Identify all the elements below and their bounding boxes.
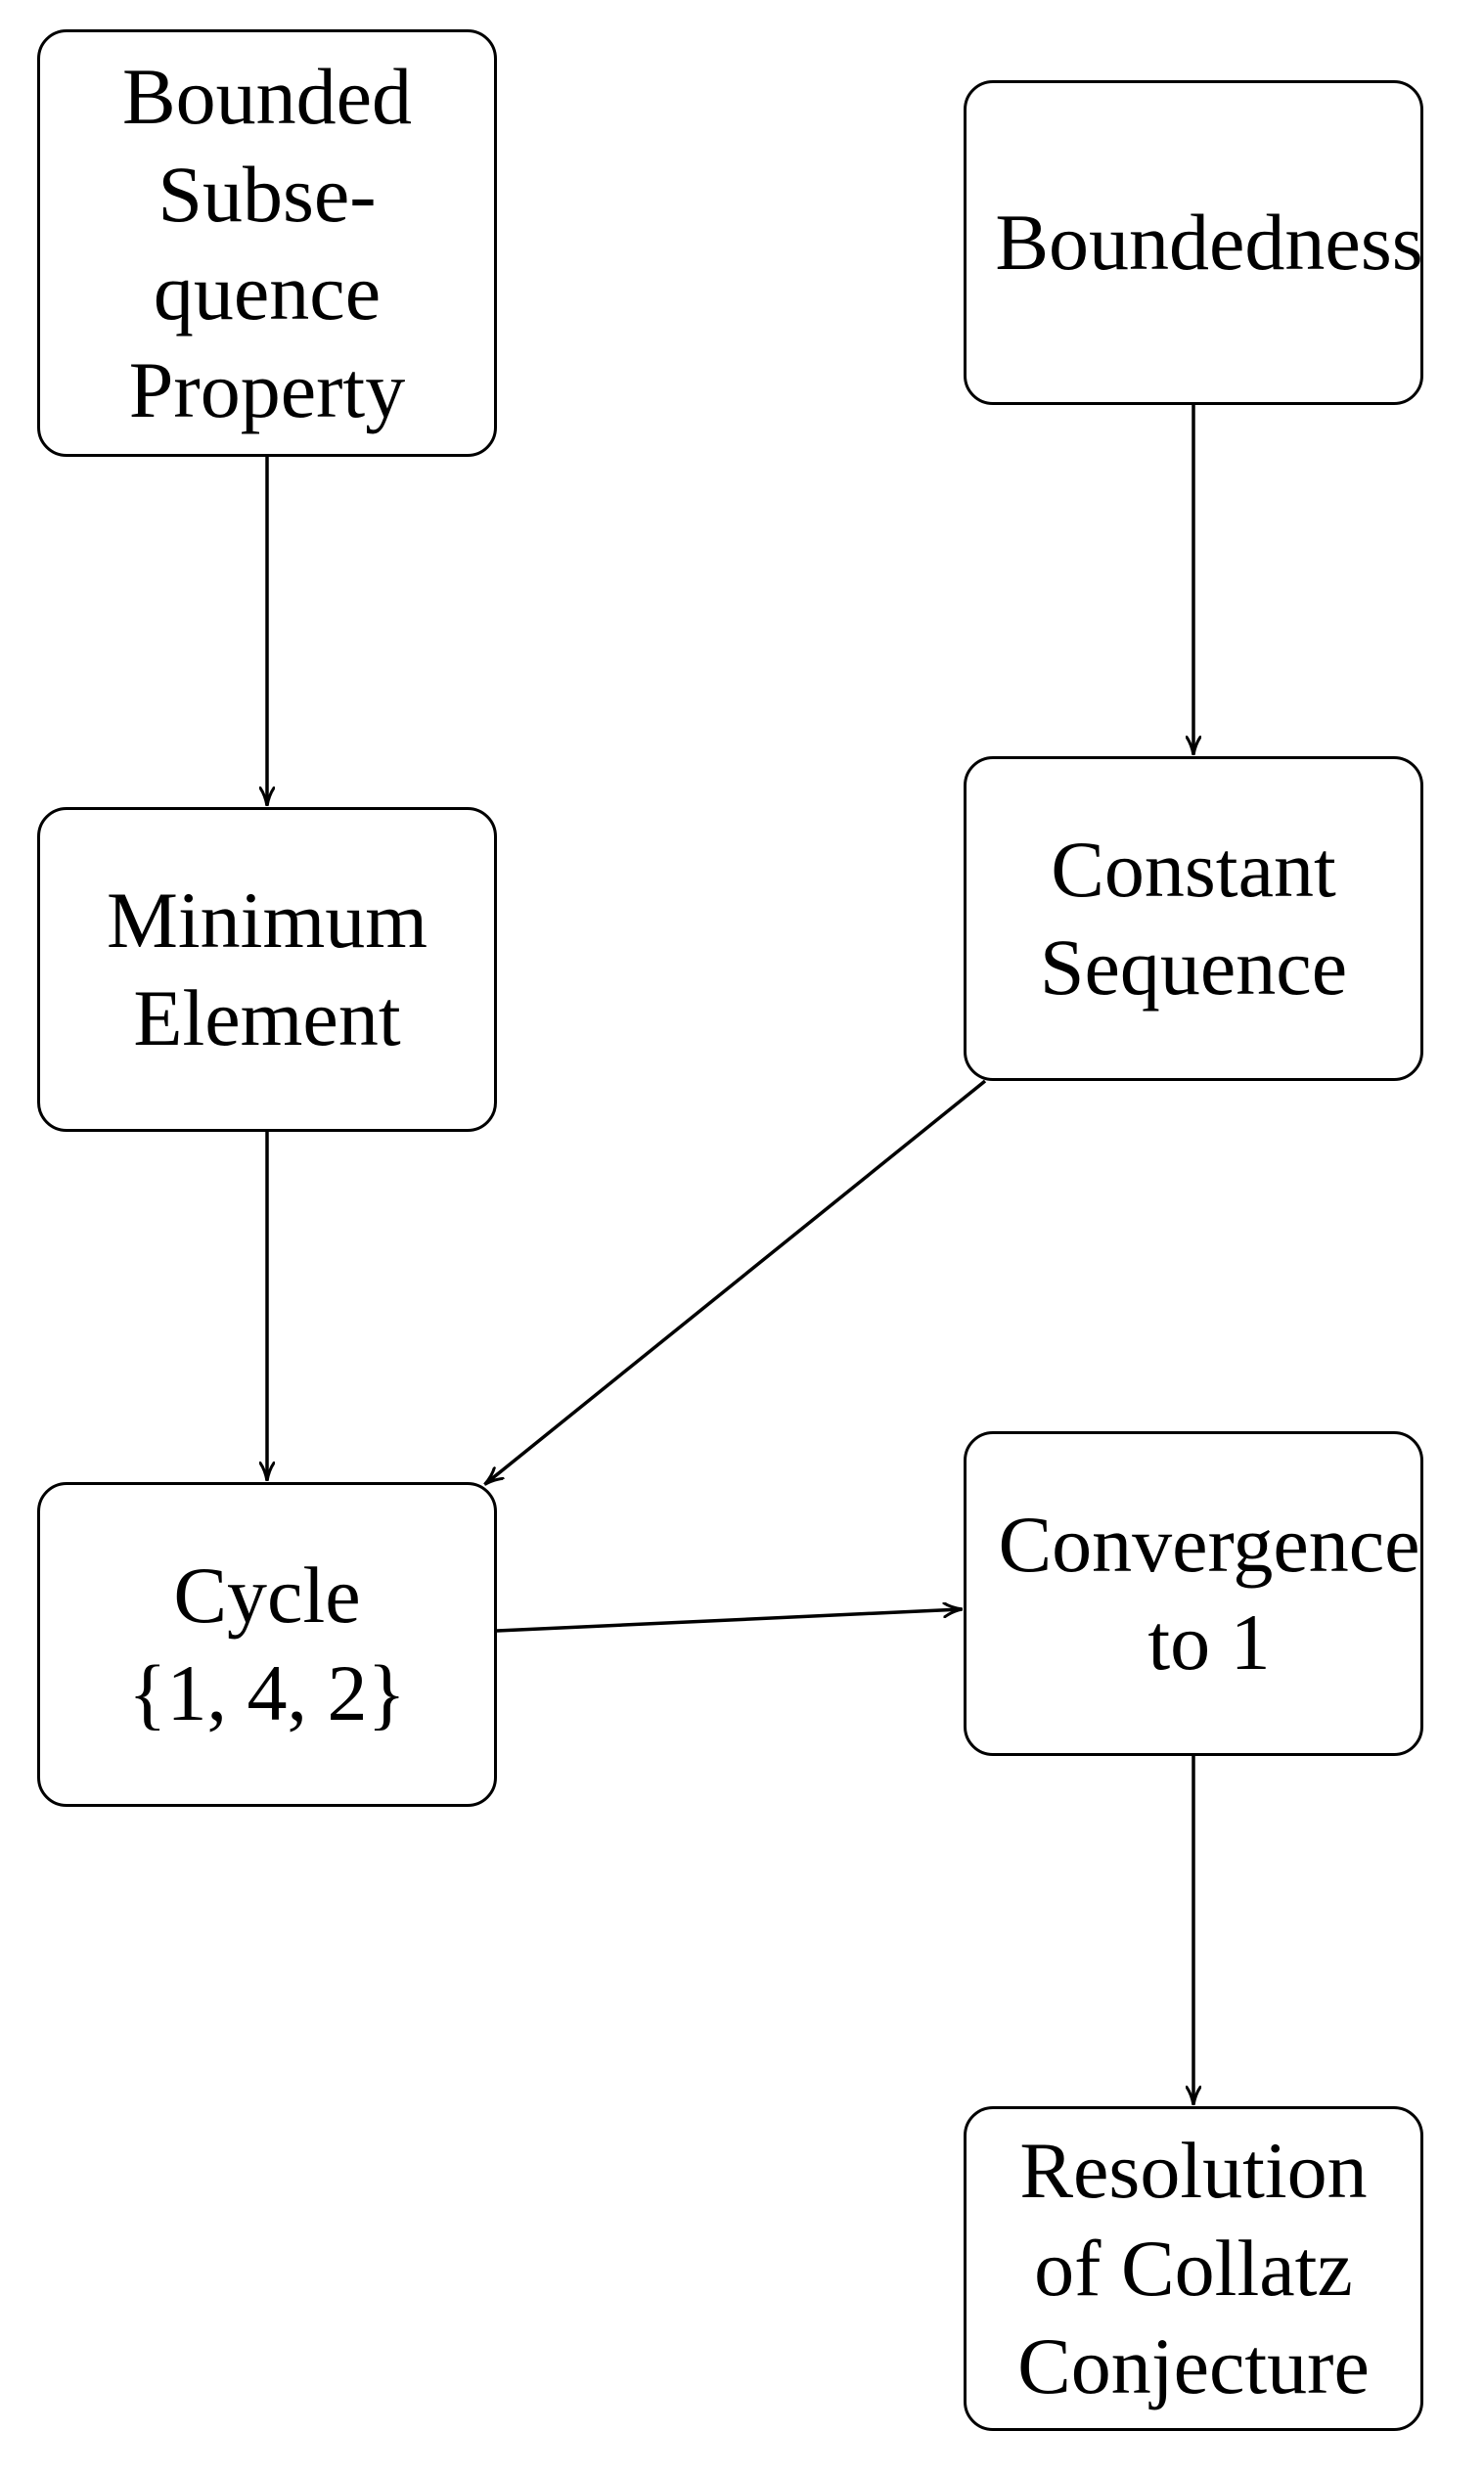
node-label: Minimum Element xyxy=(107,872,427,1067)
node-label-line: {1, 4, 2} xyxy=(128,1648,406,1737)
node-label-line: Property xyxy=(128,344,406,434)
node-convergence-to-1: Convergence to 1 xyxy=(964,1431,1423,1756)
node-bounded-subsequence-property: Bounded Subse- quence Property xyxy=(37,29,497,457)
node-label-line: Subse- xyxy=(157,149,377,239)
node-label-line: Resolution xyxy=(1019,2126,1368,2215)
node-label-line: quence xyxy=(153,247,382,337)
node-label-line: to 1 xyxy=(1147,1598,1271,1687)
node-boundedness: Boundedness xyxy=(964,80,1423,405)
node-label: Resolution of Collatz Conjecture xyxy=(1017,2122,1370,2415)
node-label-line: of Collatz xyxy=(1034,2224,1353,2313)
node-minimum-element: Minimum Element xyxy=(37,807,497,1132)
node-label-line: Convergence xyxy=(998,1500,1420,1589)
node-label-line: Conjecture xyxy=(1017,2321,1370,2410)
node-label-line: Bounded xyxy=(121,51,413,141)
node-label: Bounded Subse- quence Property xyxy=(122,48,412,439)
node-label-line: Minimum xyxy=(106,876,428,965)
arrow-constant-to-cycle xyxy=(485,1079,987,1484)
node-label: Constant Sequence xyxy=(1040,821,1347,1016)
node-label-line: Constant xyxy=(1051,825,1336,914)
node-constant-sequence: Constant Sequence xyxy=(964,756,1423,1081)
node-cycle: Cycle {1, 4, 2} xyxy=(37,1482,497,1807)
node-label-line: Sequence xyxy=(1039,923,1348,1012)
node-label: Convergence to 1 xyxy=(998,1496,1419,1691)
node-label: Boundedness xyxy=(995,194,1422,292)
node-label-line: Cycle xyxy=(173,1551,361,1640)
node-label-line: Element xyxy=(133,973,401,1062)
arrow-cycle-to-convergence xyxy=(496,1609,962,1633)
node-label: Cycle {1, 4, 2} xyxy=(128,1547,406,1742)
node-label-line: Boundedness xyxy=(995,198,1423,287)
node-resolution-of-collatz-conjecture: Resolution of Collatz Conjecture xyxy=(964,2106,1423,2431)
